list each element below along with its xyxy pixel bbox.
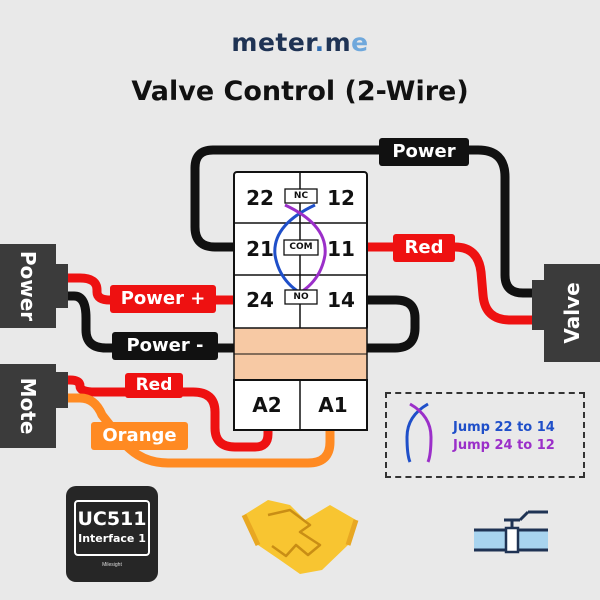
mote-connector-label: Mote: [16, 377, 40, 435]
meterme-logo: meter.me: [0, 28, 600, 57]
terminal-11: 11: [327, 237, 355, 261]
terminal-21: 21: [246, 237, 274, 261]
terminal-a1: A1: [318, 393, 348, 417]
legend-line-2: Jump 24 to 12: [453, 438, 555, 453]
mote-red-label-box: [125, 373, 183, 398]
com-tag-box: [283, 239, 319, 256]
red-valve-label-box: [393, 234, 455, 262]
jump-22-14-wire: [273, 203, 316, 300]
mote-red-wire: [57, 375, 273, 452]
power-minus-label: Power -: [126, 335, 204, 356]
page-title: Valve Control (2-Wire): [131, 76, 469, 107]
com-tag: COM: [289, 242, 313, 252]
terminal-14: 14: [327, 288, 355, 312]
legend-line-1: Jump 22 to 14: [453, 420, 555, 435]
power-connector-label: Power: [16, 250, 40, 322]
power-top-wire: [190, 145, 545, 298]
mote-orange-label: Orange: [102, 425, 177, 446]
nc-tag: NC: [293, 191, 309, 201]
nc-tag-box: [284, 188, 318, 204]
uc511-device: UC511 Interface 1 Milesight: [66, 486, 158, 582]
power-plus-wire: [57, 273, 241, 305]
power-connector: [0, 244, 68, 328]
jump-24-12-wire: [284, 203, 327, 300]
logo-prefix: meter: [231, 28, 315, 57]
jumper-legend: Jump 22 to 14 Jump 24 to 12: [385, 392, 585, 478]
legend-blue-arc: [405, 402, 429, 463]
power-top-label: Power: [392, 141, 456, 162]
mote-connector: [0, 364, 68, 448]
power-top-label-box: [379, 138, 469, 166]
terminal-12: 12: [327, 186, 355, 210]
valve-icon: [474, 510, 548, 554]
no-tag-box: [284, 289, 318, 305]
power-plus-label: Power +: [120, 288, 206, 309]
legend-purple-arc: [409, 402, 433, 463]
valve-connector: [532, 264, 600, 362]
device-interface: Interface 1: [78, 532, 146, 545]
no-tag: NO: [293, 292, 309, 302]
logo-suffix-e: e: [351, 28, 369, 57]
power-minus-label-box: [112, 332, 218, 360]
mote-orange-wire: [57, 393, 335, 468]
terminal-22: 22: [246, 186, 274, 210]
terminal-a2: A2: [252, 393, 282, 417]
relay-body: [233, 171, 368, 431]
device-model: UC511: [77, 508, 147, 530]
device-screen: [74, 500, 150, 556]
mote-red-label: Red: [135, 375, 173, 395]
valve-connector-label: Valve: [560, 282, 584, 344]
handshake-icon: [241, 500, 359, 574]
logo-dot: .: [314, 28, 325, 57]
power-plus-label-box: [110, 285, 216, 313]
terminal-24: 24: [246, 288, 274, 312]
red-valve-wire: [360, 242, 545, 325]
mote-orange-label-box: [91, 422, 188, 450]
red-valve-label: Red: [404, 237, 444, 258]
device-brand: Milesight: [102, 562, 122, 568]
logo-suffix: m: [324, 28, 352, 57]
